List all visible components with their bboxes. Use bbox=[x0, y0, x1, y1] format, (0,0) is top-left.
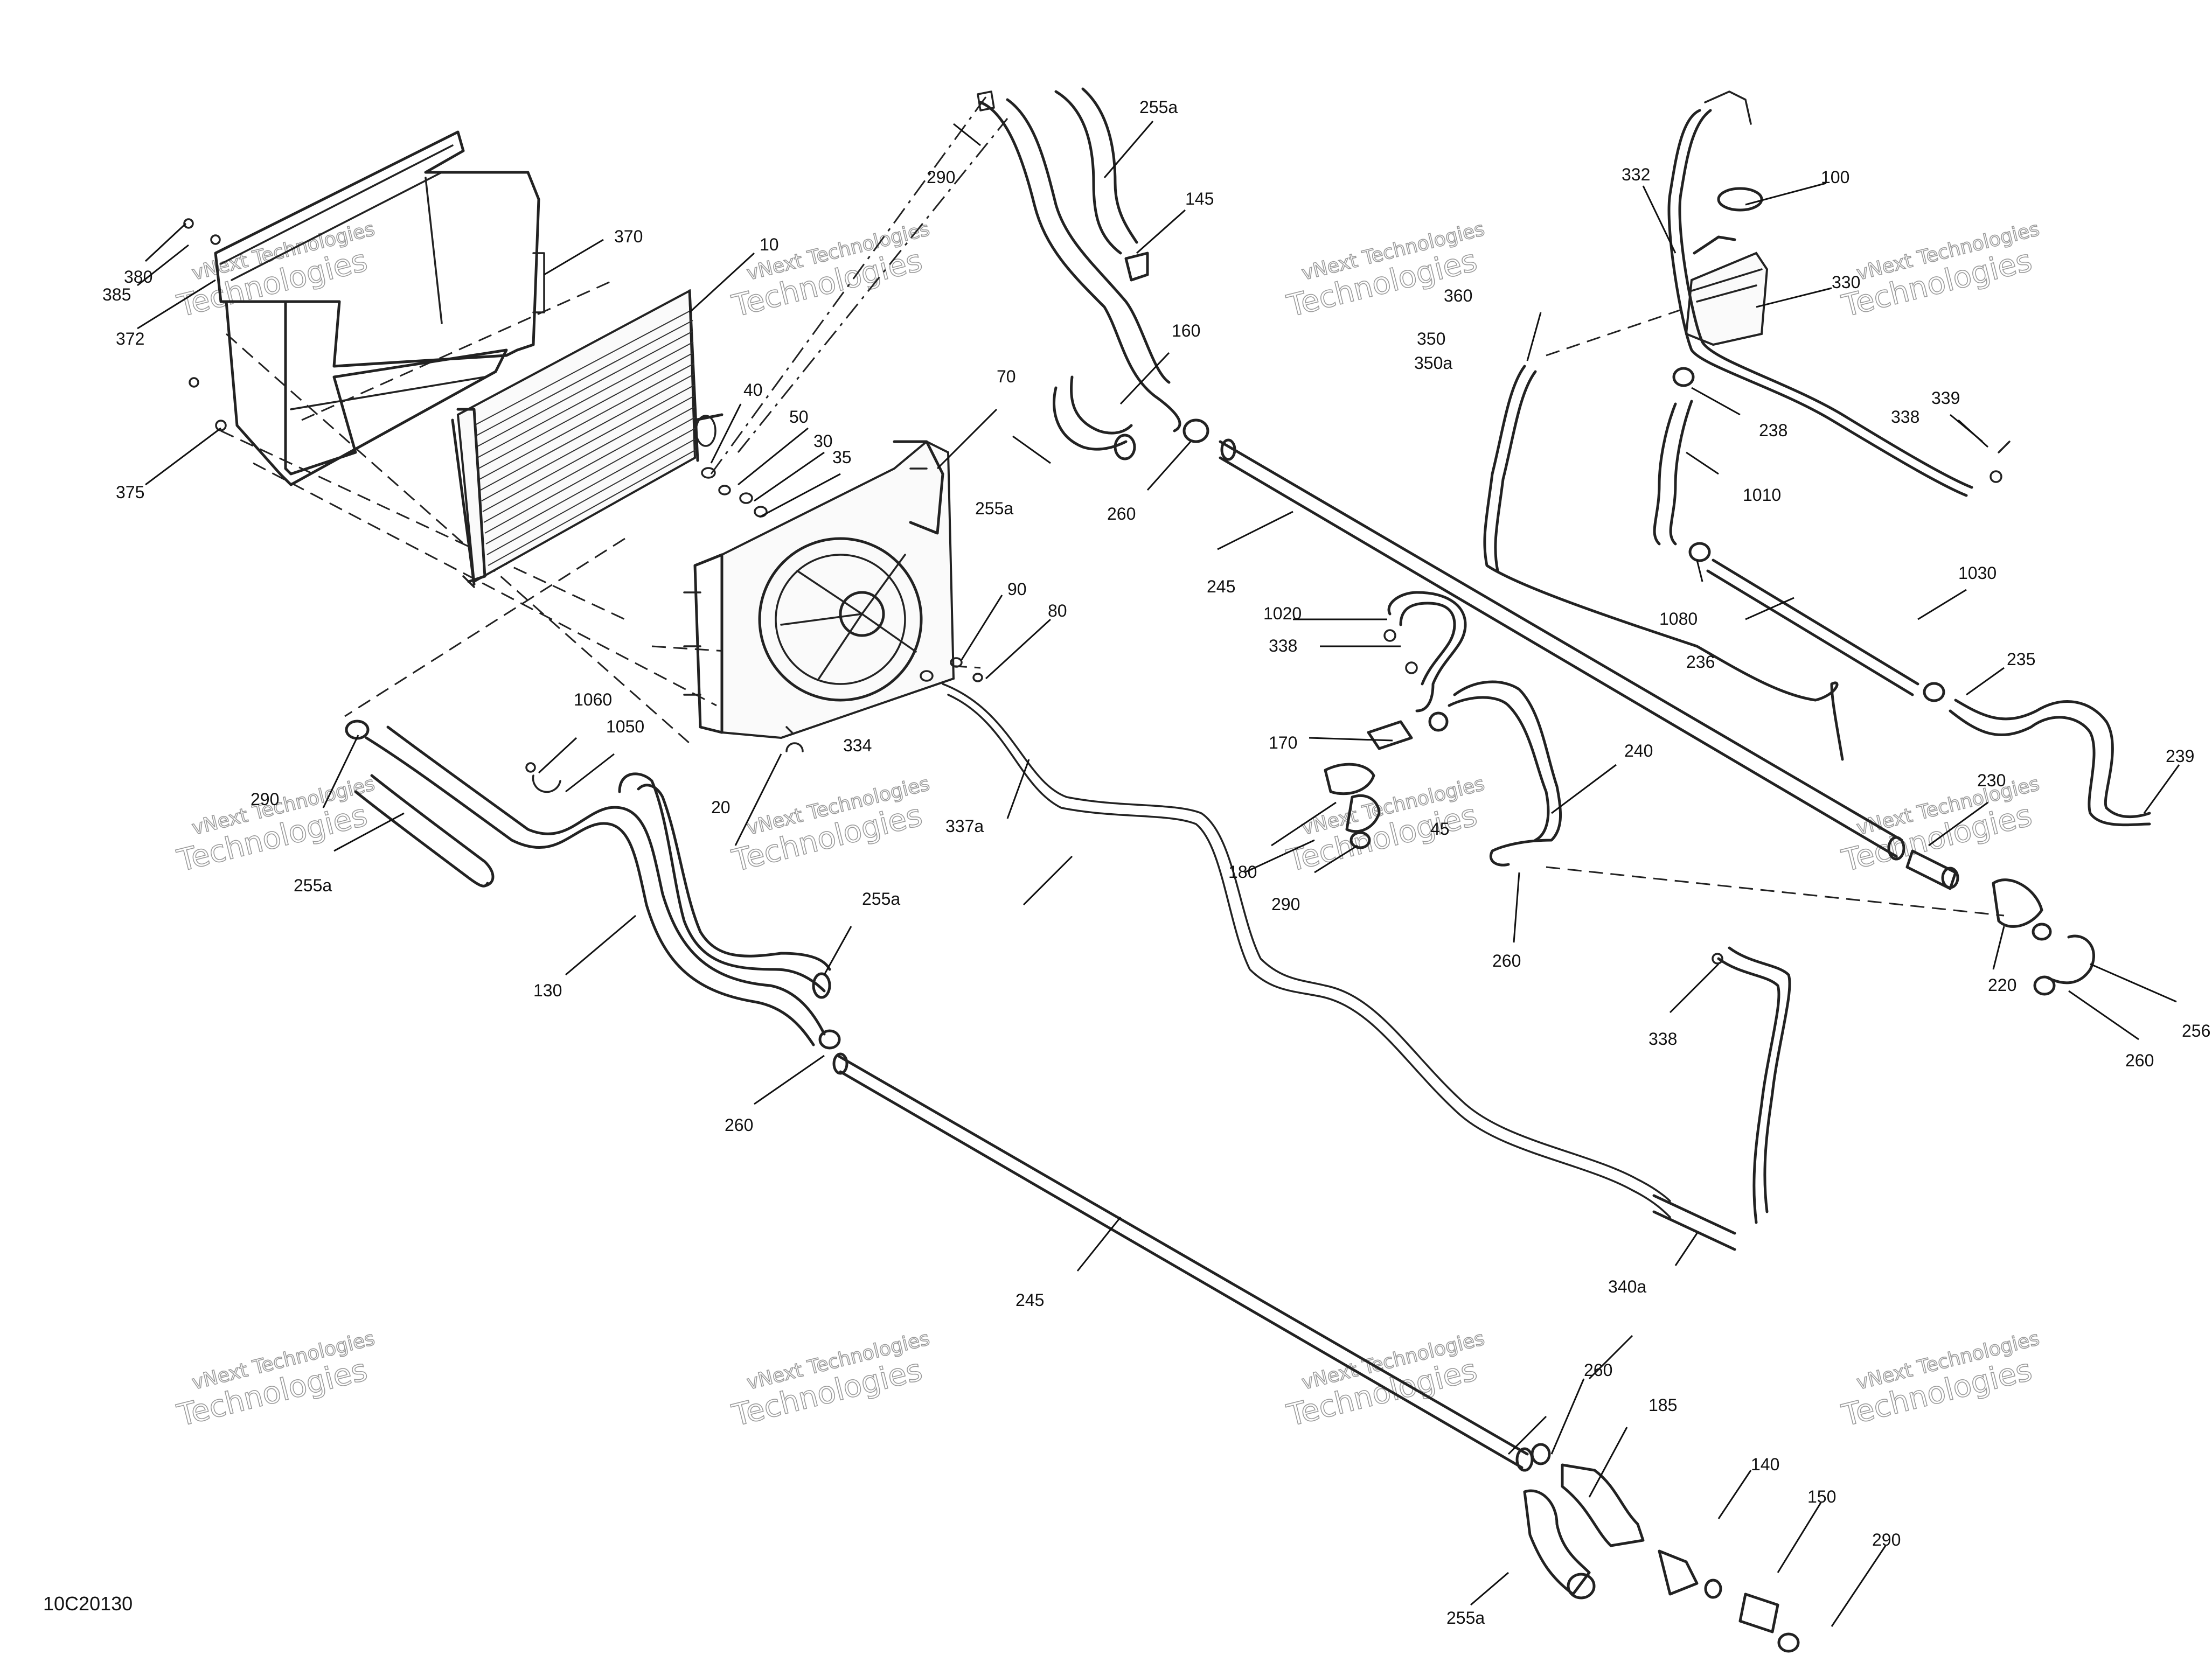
callout-1080: 1080 bbox=[1659, 609, 1698, 629]
callout-339: 339 bbox=[1931, 388, 1960, 408]
callout-385: 385 bbox=[102, 285, 131, 304]
callout-245-top: 245 bbox=[1207, 577, 1235, 596]
callout-260-top: 260 bbox=[1107, 504, 1136, 523]
callout-334: 334 bbox=[843, 736, 872, 755]
callout-238: 238 bbox=[1759, 421, 1787, 440]
callout-160: 160 bbox=[1172, 321, 1200, 340]
callout-labels: 380 385 372 375 370 10 40 50 30 35 70 90… bbox=[102, 97, 2210, 1628]
upper-hoses bbox=[977, 87, 1209, 460]
callout-290-left: 290 bbox=[251, 790, 279, 809]
callout-35: 35 bbox=[832, 448, 852, 467]
radiator-duct-panels bbox=[183, 130, 545, 486]
coolant-pipes bbox=[832, 438, 1905, 1472]
callout-230: 230 bbox=[1977, 771, 2006, 790]
thermostat-fittings bbox=[1905, 849, 2095, 996]
watermark-group: vNext Technologies Technologies vNext Te… bbox=[173, 218, 2042, 1434]
callout-235: 235 bbox=[2007, 650, 2035, 669]
callout-372: 372 bbox=[116, 329, 144, 348]
callout-150: 150 bbox=[1807, 1487, 1836, 1506]
callout-290-bottom: 290 bbox=[1872, 1530, 1901, 1549]
callout-375: 375 bbox=[116, 483, 144, 502]
callout-145: 145 bbox=[1185, 189, 1214, 208]
callout-255a-top: 255a bbox=[1139, 97, 1178, 117]
lower-fittings bbox=[1523, 1443, 1800, 1653]
callout-180: 180 bbox=[1228, 862, 1257, 882]
callout-255a-left: 255a bbox=[294, 876, 332, 895]
callout-239: 239 bbox=[2166, 746, 2194, 766]
callout-140: 140 bbox=[1751, 1455, 1779, 1474]
callout-290-mid: 290 bbox=[1271, 895, 1300, 914]
callout-260-mid: 260 bbox=[1492, 951, 1521, 970]
callout-185: 185 bbox=[1648, 1395, 1677, 1415]
callout-256: 256 bbox=[2182, 1021, 2210, 1041]
callout-30: 30 bbox=[813, 431, 833, 451]
callout-220: 220 bbox=[1988, 975, 2016, 995]
callout-360: 360 bbox=[1444, 286, 1472, 305]
callout-380: 380 bbox=[124, 267, 152, 287]
callout-260-br: 260 bbox=[2125, 1051, 2154, 1070]
diagram-code: 10C20130 bbox=[43, 1593, 133, 1615]
thin-hoses bbox=[942, 683, 1671, 1218]
callout-40: 40 bbox=[743, 380, 763, 400]
callout-260-bottom: 260 bbox=[1584, 1360, 1612, 1380]
callout-1020: 1020 bbox=[1263, 604, 1302, 623]
callout-130: 130 bbox=[533, 981, 562, 1000]
callout-255a-130: 255a bbox=[862, 889, 900, 909]
callout-20: 20 bbox=[711, 798, 731, 817]
callout-45: 45 bbox=[1430, 819, 1450, 839]
fan-shroud-assembly bbox=[683, 440, 955, 739]
callout-330: 330 bbox=[1832, 273, 1860, 292]
callout-337a: 337a bbox=[945, 816, 984, 836]
radiator bbox=[451, 289, 724, 588]
callout-1030: 1030 bbox=[1958, 563, 1997, 583]
callout-340a: 340a bbox=[1608, 1277, 1646, 1296]
lower-left-hoses bbox=[345, 720, 841, 1050]
callout-338-mid: 338 bbox=[1269, 636, 1297, 655]
callout-350a: 350a bbox=[1414, 353, 1452, 373]
callout-260-left: 260 bbox=[725, 1115, 753, 1135]
callout-255a-bottom: 255a bbox=[1446, 1608, 1485, 1628]
callout-338-bottom: 338 bbox=[1648, 1029, 1677, 1049]
callout-290-top: 290 bbox=[927, 167, 955, 187]
assembly-lines bbox=[220, 96, 2005, 917]
callout-350: 350 bbox=[1417, 329, 1445, 348]
callout-10: 10 bbox=[760, 235, 779, 254]
center-fittings bbox=[1324, 591, 1562, 867]
callout-80: 80 bbox=[1048, 601, 1067, 620]
small-hardware bbox=[525, 441, 2011, 965]
callout-236: 236 bbox=[1686, 652, 1715, 672]
radiator-fins bbox=[474, 309, 697, 566]
callout-338-top: 338 bbox=[1891, 407, 1919, 427]
callout-170: 170 bbox=[1269, 733, 1297, 752]
callout-1050: 1050 bbox=[606, 717, 644, 736]
callout-50: 50 bbox=[789, 407, 809, 427]
callout-370: 370 bbox=[614, 227, 643, 246]
callout-255a-mid: 255a bbox=[975, 499, 1013, 518]
callout-70: 70 bbox=[997, 367, 1016, 386]
leader-lines bbox=[137, 121, 2180, 1627]
coolant-reservoir bbox=[1483, 90, 2151, 827]
callout-332: 332 bbox=[1622, 165, 1650, 184]
callout-1060: 1060 bbox=[574, 690, 612, 709]
callout-240: 240 bbox=[1624, 741, 1653, 760]
bleed-hose bbox=[1652, 946, 1791, 1251]
callout-100: 100 bbox=[1821, 167, 1849, 187]
callout-245-bottom: 245 bbox=[1015, 1290, 1044, 1310]
callout-90: 90 bbox=[1007, 579, 1027, 599]
callout-1010: 1010 bbox=[1743, 485, 1781, 505]
